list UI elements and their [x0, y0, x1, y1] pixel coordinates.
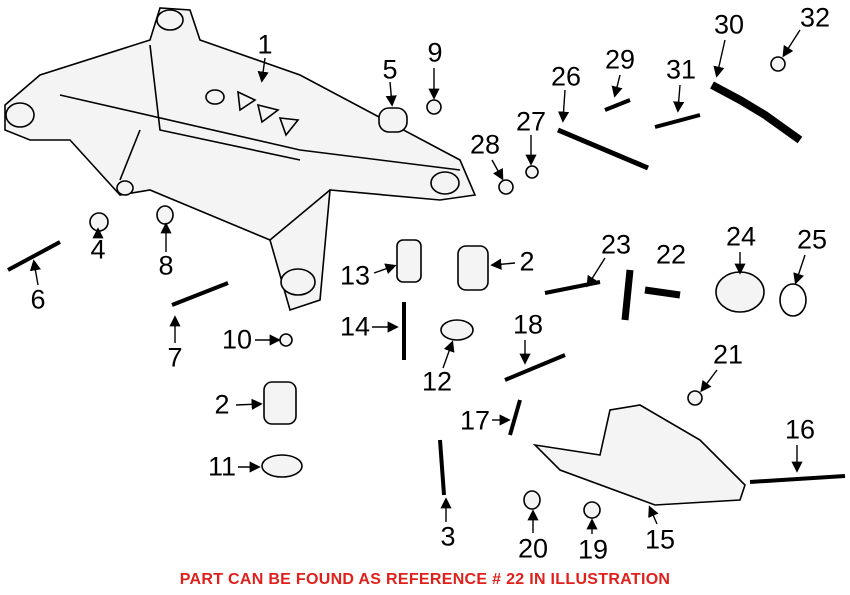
callout-6: 6: [30, 284, 46, 315]
callout-15: 15: [644, 524, 676, 555]
callout-24: 24: [725, 221, 757, 252]
callout-10: 10: [221, 324, 253, 355]
callout-7: 7: [167, 342, 183, 373]
callout-16: 16: [784, 414, 816, 445]
callout-20: 20: [517, 533, 549, 564]
callout-30: 30: [713, 9, 745, 40]
callout-25: 25: [796, 224, 828, 255]
callout-23: 23: [600, 229, 632, 260]
callout-17: 17: [459, 405, 491, 436]
callout-13: 13: [339, 260, 371, 291]
callout-11: 11: [207, 451, 237, 482]
callout-8: 8: [158, 250, 174, 281]
callout-2-upper: 2: [519, 246, 535, 277]
reference-note: PART CAN BE FOUND AS REFERENCE # 22 IN I…: [179, 571, 671, 588]
callout-28: 28: [469, 129, 501, 160]
leader-lines: [29, 29, 806, 534]
callout-12: 12: [421, 366, 453, 397]
callout-26: 26: [550, 61, 582, 92]
callout-19: 19: [577, 534, 609, 565]
small-parts: [7, 56, 846, 519]
callout-22: 22: [655, 239, 687, 270]
callout-1: 1: [257, 29, 273, 60]
callout-32: 32: [799, 2, 831, 33]
callout-5: 5: [382, 54, 398, 85]
callout-27: 27: [515, 106, 547, 137]
callout-2-lower: 2: [214, 389, 230, 420]
callout-3: 3: [440, 521, 456, 552]
subframe-part: [4, 7, 477, 312]
callout-31: 31: [665, 54, 697, 85]
callout-9: 9: [427, 37, 443, 68]
callout-21: 21: [712, 339, 744, 370]
callout-29: 29: [604, 44, 636, 75]
callout-14: 14: [339, 311, 371, 342]
callout-4: 4: [90, 234, 106, 265]
callout-18: 18: [512, 309, 544, 340]
